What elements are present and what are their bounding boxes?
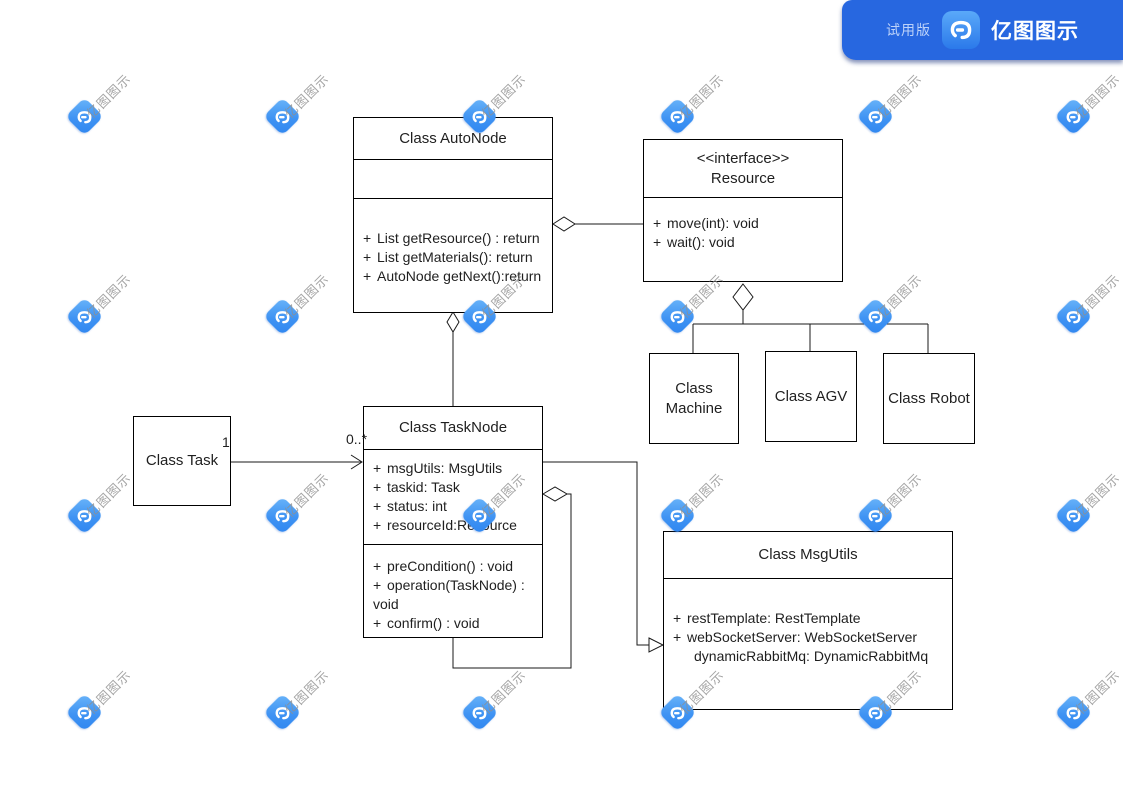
edge-tasknode-self[interactable] (452, 493, 572, 669)
class-tasknode-member: +operation(TaskNode) : (373, 577, 525, 593)
class-autonode-member: +List getResource() : return (363, 230, 540, 246)
edge-tasknode-self-diamond-hollow (542, 486, 568, 502)
class-agv[interactable]: Class AGV (765, 351, 857, 442)
interface-resource-title: <<interface>>Resource (696, 149, 790, 187)
class-autonode-compartment-2: +List getResource() : return +List getMat… (354, 198, 552, 314)
class-msgutils[interactable]: Class MsgUtils +restTemplate: RestTemplat… (663, 531, 953, 710)
class-tasknode-member: void (373, 596, 399, 612)
edge-tasknode-msgutils[interactable] (543, 461, 649, 646)
class-tasknode-member: +taskid: Task (373, 479, 460, 495)
class-msgutils-member: +restTemplate: RestTemplate (673, 610, 861, 626)
brand-name: 亿图图示 (991, 20, 1079, 43)
edge-autonode-resource-diamond-hollow (552, 216, 576, 232)
class-task-title: Class Task (145, 452, 219, 469)
class-msgutils-member: +webSocketServer: WebSocketServer (673, 629, 918, 645)
edge-task-tasknode-arrow-open (350, 454, 363, 470)
edge-tasknode-msgutils-triangle-hollow (648, 637, 665, 653)
class-msgutils-member: dynamicRabbitMq: DynamicRabbitMq (694, 648, 929, 664)
class-autonode[interactable]: Class AutoNode +List getResource() : retu… (353, 117, 553, 313)
edge-resource-subclasses[interactable] (692, 310, 929, 353)
class-tasknode-member: +confirm() : void (373, 615, 480, 631)
trial-banner[interactable]: 试用版 亿图图示 (842, 0, 1123, 60)
trial-version-label: 试用版 (886, 22, 931, 38)
interface-resource[interactable]: <<interface>>Resource +move(int): void +wa… (643, 139, 843, 282)
class-task[interactable]: Class Task (133, 416, 231, 506)
class-autonode-member: +List getMaterials(): return (363, 249, 533, 265)
class-tasknode-member: +msgUtils: MsgUtils (373, 460, 503, 476)
class-autonode-title: Class AutoNode (399, 129, 507, 147)
class-autonode-member: +AutoNode getNext():return (363, 268, 542, 284)
class-tasknode[interactable]: Class TaskNode +msgUtils: MsgUtils +taskid… (363, 406, 543, 638)
class-msgutils-title: Class MsgUtils (758, 546, 858, 563)
edge-resource-subclasses-diamond-hollow (732, 283, 754, 311)
edraw-logo-icon (942, 11, 980, 49)
multiplicity-label: 1 (222, 434, 230, 450)
class-robot[interactable]: Class Robot (883, 353, 975, 444)
class-tasknode-compartment-1: +msgUtils: MsgUtils +taskid: Task +status:… (364, 449, 542, 544)
class-tasknode-member: +status: int (373, 498, 447, 514)
interface-resource-member: +wait(): void (653, 234, 735, 250)
class-robot-title: Class Robot (888, 389, 970, 407)
interface-resource-compartment-1: +move(int): void +wait(): void (644, 197, 842, 283)
class-tasknode-member: +resourceId:Resource (373, 517, 517, 533)
interface-resource-member: +move(int): void (653, 215, 759, 231)
edge-autonode-tasknode-diamond-hollow (446, 311, 460, 333)
class-tasknode-member: +preCondition() : void (373, 558, 514, 574)
class-tasknode-title: Class TaskNode (398, 419, 508, 436)
class-tasknode-compartment-2: +preCondition() : void +operation(TaskNod… (364, 544, 542, 639)
class-msgutils-compartment-1: +restTemplate: RestTemplate +webSocketSer… (664, 578, 952, 711)
class-agv-title: Class AGV (774, 387, 848, 405)
multiplicity-label: 0..* (346, 431, 368, 447)
class-autonode-compartment-1 (354, 159, 552, 198)
